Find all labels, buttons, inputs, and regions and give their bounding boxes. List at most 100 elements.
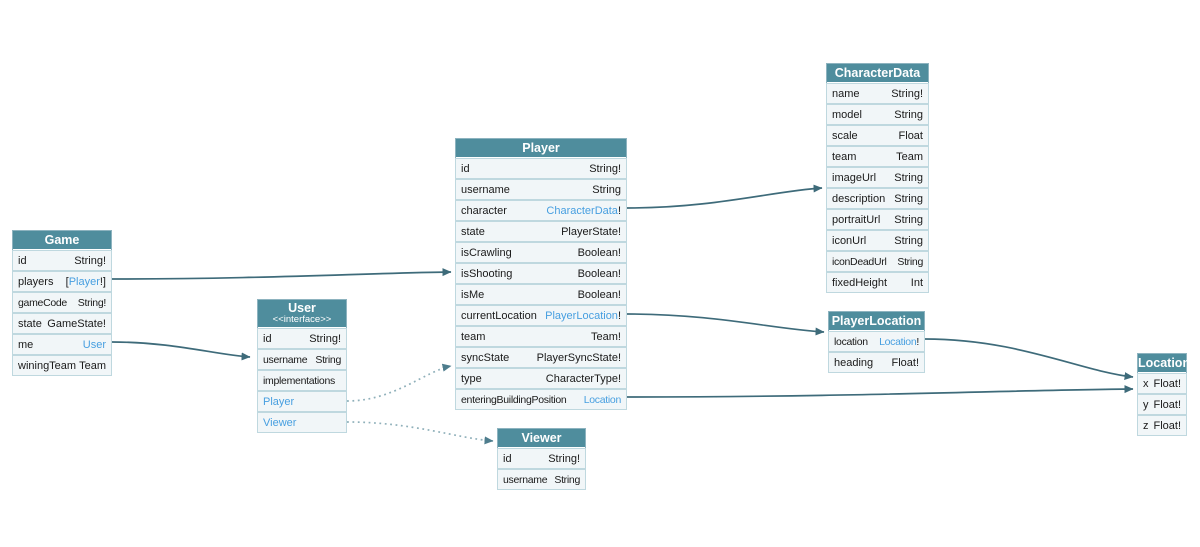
type-link[interactable]: PlayerLocation xyxy=(545,309,618,322)
table-header-game[interactable]: Game xyxy=(13,231,111,249)
field-type: String xyxy=(894,109,923,121)
field-type: String xyxy=(315,354,341,366)
field-row-enteringBuildingPosition[interactable]: enteringBuildingPosition Location xyxy=(456,390,626,409)
field-name: z xyxy=(1143,419,1149,432)
field-name: id xyxy=(18,254,27,267)
type-name: Int xyxy=(910,276,923,289)
type-link[interactable]: Location xyxy=(879,335,917,348)
type-name: String xyxy=(894,213,923,226)
field-row-username: username String xyxy=(498,470,585,489)
type-link[interactable]: CharacterData xyxy=(546,204,618,217)
field-type: String xyxy=(592,184,621,196)
type-name: Boolean! xyxy=(577,246,621,259)
edge-user-player-to-player xyxy=(346,363,452,402)
field-name: id xyxy=(503,452,512,465)
field-type: String! xyxy=(548,453,580,465)
type-link[interactable]: User xyxy=(82,338,106,351)
field-name: username xyxy=(503,473,548,486)
edge-playerlocation-location-to-location xyxy=(924,338,1134,381)
type-name: String! xyxy=(74,254,106,267)
field-row-implementations: implementations xyxy=(258,371,346,390)
field-type[interactable]: Location! xyxy=(879,336,919,348)
field-name: enteringBuildingPosition xyxy=(461,393,567,406)
table-title: PlayerLocation xyxy=(831,313,922,328)
type-prefix: [ xyxy=(65,275,69,288)
table-header-location[interactable]: Location xyxy=(1138,354,1190,372)
field-type: Team xyxy=(896,151,923,163)
field-type[interactable]: User xyxy=(83,339,106,351)
type-link[interactable]: Location xyxy=(583,393,622,406)
field-type: String! xyxy=(309,333,341,345)
type-suffix: ! xyxy=(617,204,621,217)
type-name: Float! xyxy=(891,356,919,369)
type-link[interactable]: Player xyxy=(68,275,100,288)
type-name: String! xyxy=(891,87,923,100)
type-suffix: ! xyxy=(916,335,919,348)
field-type[interactable]: CharacterData! xyxy=(546,205,621,217)
table-header-viewer[interactable]: Viewer xyxy=(498,429,585,447)
table-header-user[interactable]: User<<interface>> xyxy=(258,300,346,327)
field-name: team xyxy=(832,150,857,163)
field-type: Boolean! xyxy=(578,289,621,301)
field-name: x xyxy=(1143,377,1149,390)
implementation-link[interactable]: Viewer xyxy=(263,416,297,429)
type-name: String xyxy=(894,192,923,205)
field-row-players[interactable]: players[Player!] xyxy=(13,272,111,291)
type-name: String xyxy=(897,255,923,268)
field-type: Float! xyxy=(1153,378,1181,390)
type-name: Boolean! xyxy=(577,267,621,280)
table-title: Player xyxy=(522,140,560,155)
type-table-viewer: Viewer id String!username String xyxy=(497,428,586,490)
field-name: description xyxy=(832,192,886,205)
field-type: String! xyxy=(589,163,621,175)
field-row-location[interactable]: location Location! xyxy=(829,332,924,351)
field-type[interactable]: PlayerLocation! xyxy=(545,310,621,322)
field-row-Player[interactable]: Player xyxy=(258,392,346,411)
field-type: CharacterType! xyxy=(546,373,621,385)
type-suffix: ! xyxy=(617,309,621,322)
field-type: String xyxy=(894,172,923,184)
type-name: String xyxy=(894,234,923,247)
type-name: String xyxy=(592,183,621,196)
table-title: Game xyxy=(44,232,80,247)
type-name: String! xyxy=(548,452,580,465)
field-type[interactable]: Location xyxy=(583,393,622,406)
field-name: id xyxy=(263,332,272,345)
field-name: isMe xyxy=(461,288,485,301)
field-name: winingTeam xyxy=(18,359,77,372)
field-row-character[interactable]: character CharacterData! xyxy=(456,201,626,220)
edge-game-me-to-user xyxy=(111,341,251,361)
implementation-link[interactable]: Player xyxy=(263,395,295,408)
field-name: character xyxy=(461,204,507,217)
field-type[interactable]: [Player!] xyxy=(66,276,106,288)
field-type: String xyxy=(894,235,923,247)
table-header-playerlocation[interactable]: PlayerLocation xyxy=(829,312,924,330)
type-name: Team! xyxy=(591,330,621,343)
field-type: Float! xyxy=(1153,399,1181,411)
table-header-characterdata[interactable]: CharacterData xyxy=(827,64,928,82)
table-title: Viewer xyxy=(521,430,562,445)
type-name: String xyxy=(554,473,580,486)
field-row-Viewer[interactable]: Viewer xyxy=(258,413,346,432)
edge-player-currentlocation-to-playerlocation xyxy=(626,313,825,336)
field-name: fixedHeight xyxy=(832,276,888,289)
field-name: location xyxy=(834,335,868,348)
type-name: GameState! xyxy=(47,317,106,330)
field-row-fixedHeight: fixedHeight Int xyxy=(827,273,928,292)
table-header-player[interactable]: Player xyxy=(456,139,626,157)
table-title: User xyxy=(288,301,316,315)
table-subtitle: <<interface>> xyxy=(272,314,332,325)
